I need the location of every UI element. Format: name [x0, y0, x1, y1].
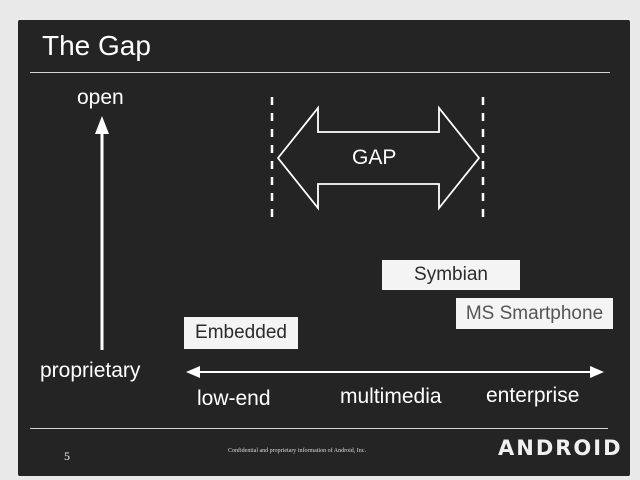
horizontal-axis-left-arrowhead [186, 366, 200, 378]
horizontal-axis-right-arrowhead [590, 366, 604, 378]
axis-label-multimedia: multimedia [340, 385, 442, 408]
page-number: 5 [64, 449, 70, 463]
box-ms-smartphone: MS Smartphone [456, 298, 613, 329]
footer-divider [30, 428, 608, 429]
slide-title: The Gap [42, 30, 151, 61]
box-embedded: Embedded [184, 317, 298, 349]
axis-label-enterprise: enterprise [486, 384, 580, 407]
title-divider [30, 72, 610, 73]
box-symbian: Symbian [382, 260, 520, 290]
confidentiality-notice: Confidential and proprietary information… [228, 448, 366, 454]
axis-label-open: open [77, 86, 124, 109]
axis-label-proprietary: proprietary [40, 359, 141, 382]
vertical-axis-arrowhead [95, 116, 109, 134]
axis-label-low-end: low-end [197, 387, 271, 410]
gap-double-arrow [276, 105, 481, 211]
gap-label: GAP [352, 146, 397, 169]
android-logo: ANDROID [498, 436, 623, 460]
slide-background [18, 20, 630, 476]
